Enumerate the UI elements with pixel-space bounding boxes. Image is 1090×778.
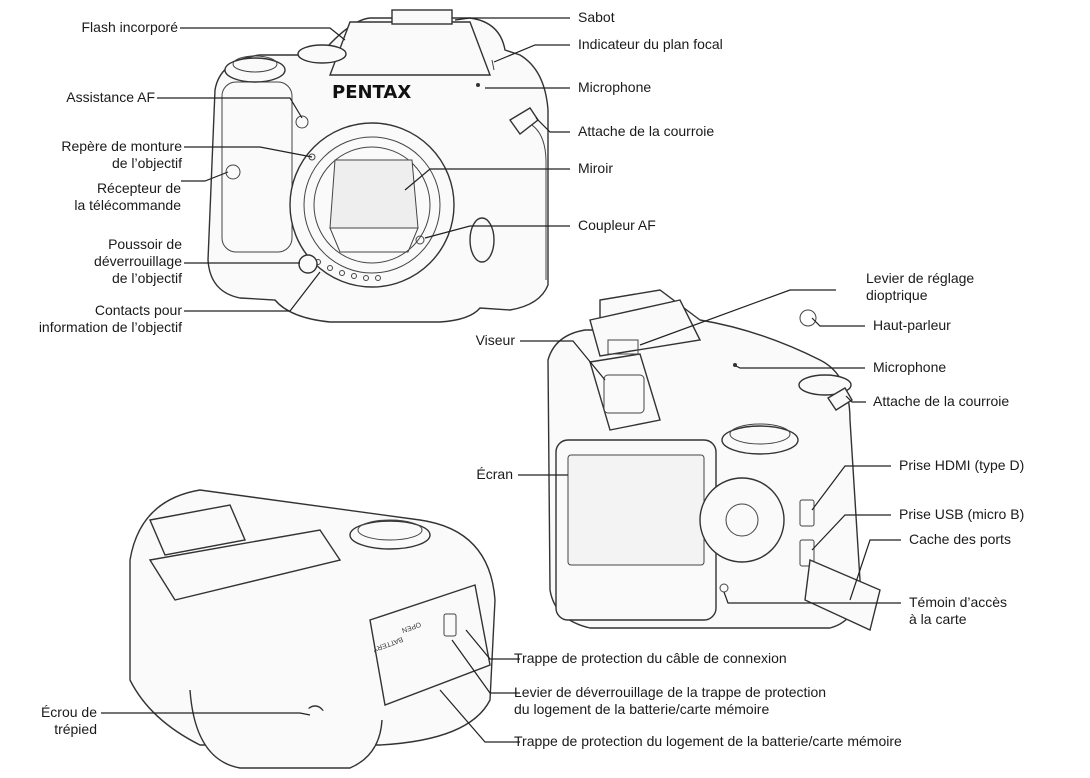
bottom-camera-body: BATTERY OPEN — [129, 489, 496, 769]
label-mirror: Miroir — [578, 160, 613, 176]
label-diopter: Levier de réglage dioptrique — [866, 270, 975, 303]
leader-lines — [101, 17, 901, 743]
label-strap-lug-front: Attache de la courroie — [578, 123, 715, 139]
back-camera-body — [547, 289, 881, 631]
label-flash: Flash incorporé — [81, 19, 179, 35]
label-microphone-front: Microphone — [578, 79, 652, 95]
label-speaker: Haut-parleur — [873, 317, 951, 333]
label-microphone-back: Microphone — [873, 359, 947, 375]
label-viewfinder: Viseur — [475, 332, 515, 348]
label-hdmi: Prise HDMI (type D) — [899, 457, 1025, 473]
label-cable-cover: Trappe de protection du câble de connexi… — [514, 650, 787, 666]
front-camera-body: PENTAX — [207, 9, 549, 323]
label-af-assist: Assistance AF — [66, 89, 155, 105]
label-hot-shoe: Sabot — [578, 9, 615, 25]
label-strap-lug-back: Attache de la courroie — [873, 393, 1010, 409]
label-battery-cover: Trappe de protection du logement de la b… — [514, 733, 902, 749]
label-af-coupler: Coupleur AF — [578, 217, 656, 233]
label-battery-lever: Levier de déverrouillage de la trappe de… — [514, 684, 827, 717]
label-tripod: Écrou de trépied — [40, 704, 97, 737]
label-monitor: Écran — [476, 466, 513, 482]
label-focal-plane: Indicateur du plan focal — [578, 36, 723, 52]
label-usb: Prise USB (micro B) — [899, 506, 1025, 522]
brand-logo: PENTAX — [332, 82, 411, 103]
label-lens-contacts: Contacts pour information de l’objectif — [38, 302, 182, 335]
label-port-cover: Cache des ports — [909, 531, 1011, 547]
label-lens-release: Poussoir de déverrouillage de l’objectif — [94, 236, 182, 286]
label-card-lamp: Témoin d’accès à la carte — [909, 594, 1008, 627]
label-mount-index: Repère de monture de l’objectif — [61, 138, 182, 171]
label-remote-receiver: Récepteur de la télécommande — [74, 180, 181, 213]
